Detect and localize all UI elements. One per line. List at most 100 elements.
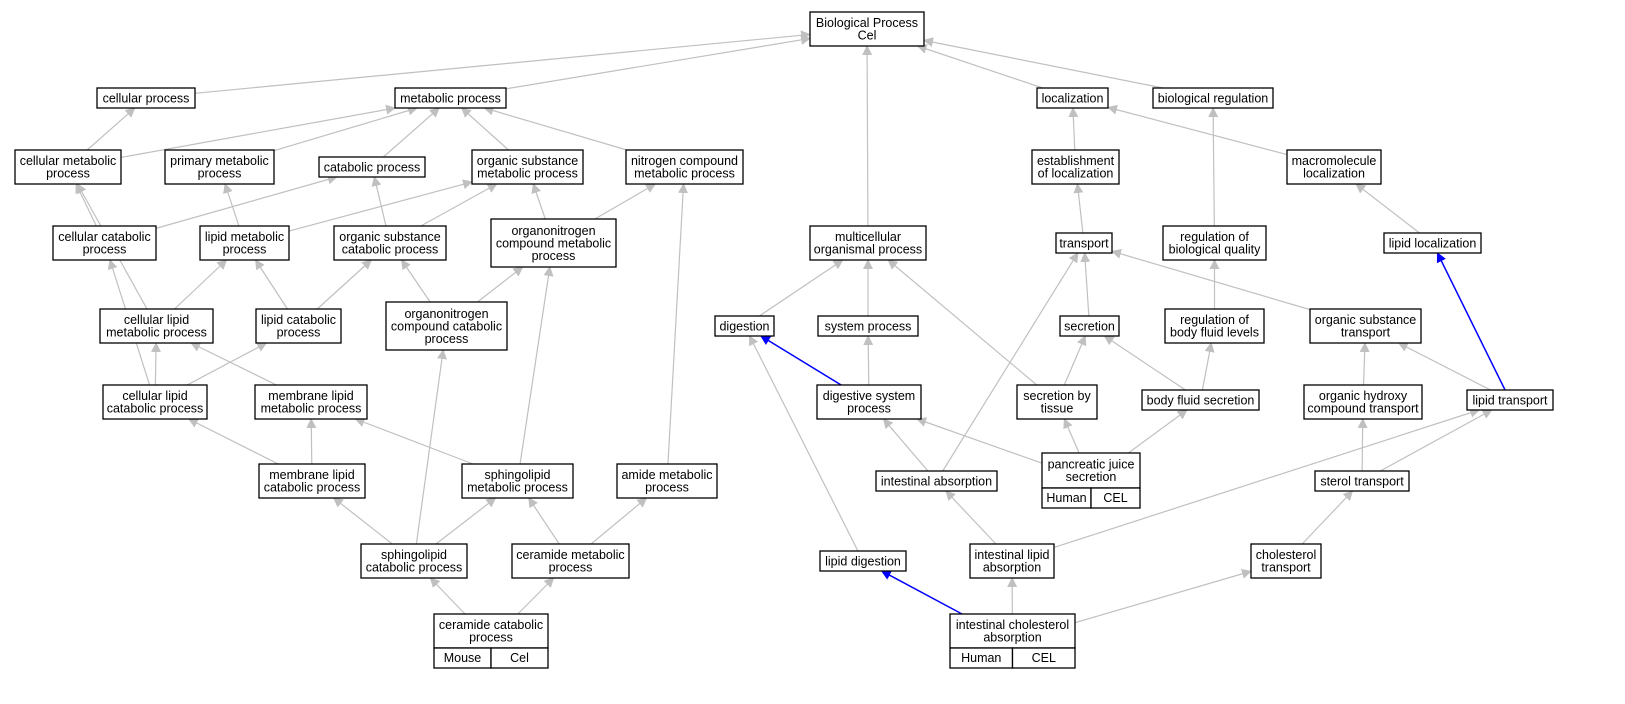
annotation-cell-box [490,647,549,669]
node-label-line: metabolic process [261,402,362,416]
node-label-line: body fluid secretion [1147,393,1255,407]
node-system-process[interactable]: system process [817,315,919,337]
edge-digestive-system-process-to-digestion [760,335,842,386]
edge-nitrogen-compound-metabolic-process-to-metabolic-process [483,105,628,151]
node-secretion[interactable]: secretion [1059,315,1120,337]
edge-secretion-by-tissue-to-multicellular-organismal-process [887,259,1038,386]
node-label-line: cellular lipid [124,313,189,327]
edge-sphingolipid-metabolic-process-to-membrane-lipid-metabolic-process [354,417,474,465]
annotation-cell-label: CEL [1103,491,1127,505]
edge-membrane-lipid-metabolic-process-to-cellular-lipid-metabolic-process [190,342,277,386]
node-box [1314,470,1410,492]
node-label-line: organic hydroxy [1319,389,1408,403]
edge-membrane-lipid-catabolic-process-to-cellular-lipid-catabolic-process [187,418,279,465]
node-box [1055,232,1113,254]
node-box [14,149,122,185]
node-box [99,308,214,344]
edge-sphingolipid-metabolic-process-to-organonitrogen-compound-metabolic-process [519,266,554,465]
node-box [817,315,919,337]
node-label-line: process [532,249,576,263]
node-label-line: lipid digestion [825,554,901,568]
node-metabolic-process[interactable]: metabolic process [394,87,507,109]
node-label-line: organismal process [814,243,922,257]
node-box [1041,452,1141,489]
edge-cellular-catabolic-process-to-catabolic-process [155,174,338,229]
annotation-cell-label: Mouse [444,651,482,665]
node-sterol-transport[interactable]: sterol transport [1314,470,1410,492]
node-localization[interactable]: localization [1036,87,1109,109]
node-label-line: localization [1042,91,1104,105]
node-label-line: ceramide catabolic [439,618,543,632]
node-label-line: absorption [983,561,1041,575]
node-label-line: amide metabolic [621,468,712,482]
node-catabolic-process[interactable]: catabolic process [318,156,426,178]
node-label-line: intestinal absorption [881,474,992,488]
node-label-line: absorption [983,631,1041,645]
edge-intestinal-cholesterol-absorption-to-cholesterol-transport [1074,568,1252,624]
node-box [1164,308,1265,344]
node-digestion[interactable]: digestion [714,315,775,337]
edge-establishment-of-localization-to-localization [1068,107,1079,151]
node-body-fluid-secretion[interactable]: body fluid secretion [1141,389,1260,411]
node-label-line: membrane lipid [269,468,355,482]
node-label-line: tissue [1041,402,1074,416]
edge-cholesterol-transport-to-sterol-transport [1301,490,1354,545]
node-cellular-process[interactable]: cellular process [96,87,196,109]
node-biological-regulation[interactable]: biological regulation [1152,87,1274,109]
node-label-line: multicellular [835,230,901,244]
edge-catabolic-process-to-metabolic-process [382,107,440,158]
node-box [1250,543,1322,579]
edge-organonitrogen-compound-metabolic-process-to-nitrogen-compound-metabolic-process [594,183,657,220]
node-transport[interactable]: transport [1055,232,1113,254]
node-label-line: organonitrogen [404,307,488,321]
node-box [164,149,275,185]
node-label-line: body fluid levels [1170,326,1259,340]
node-lipid-localization[interactable]: lipid localization [1383,232,1482,254]
node-intestinal-absorption[interactable]: intestinal absorption [875,470,998,492]
node-lipid-transport[interactable]: lipid transport [1466,389,1554,411]
node-box [490,218,617,268]
node-box [1303,384,1423,420]
edge-biological-regulation-to-bp [923,37,1163,89]
node-label-line: regulation of [1180,230,1249,244]
node-label-line: intestinal cholesterol [956,618,1069,632]
node-lipid-digestion[interactable]: lipid digestion [819,550,907,572]
edge-lipid-metabolic-process-to-organic-substance-metabolic-process [288,179,473,232]
node-label-line: Biological Process [816,16,918,30]
node-label-line: compound transport [1307,402,1419,416]
node-label-line: regulation of [1180,313,1249,327]
